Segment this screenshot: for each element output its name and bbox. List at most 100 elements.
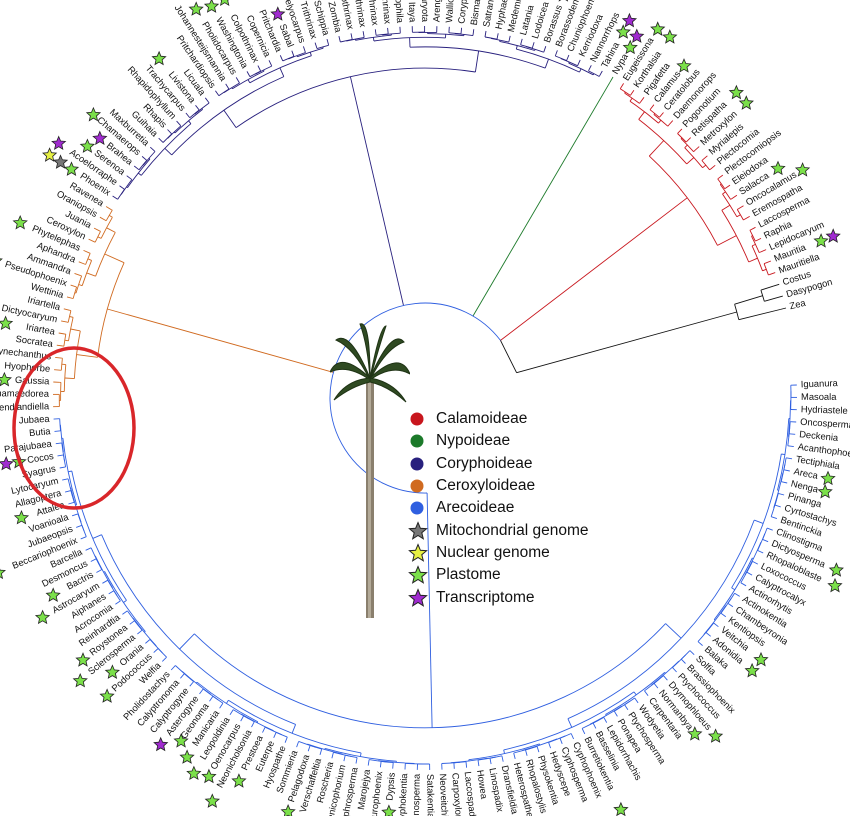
- taxon-label: Zea: [788, 297, 807, 312]
- backbone-branch: [516, 311, 737, 374]
- tip-branch: [68, 501, 75, 505]
- branch: [658, 119, 662, 124]
- branch: [701, 159, 704, 161]
- branch-arc: [760, 289, 765, 302]
- branch-arc: [288, 52, 306, 60]
- legend-label: Ceroxyloideae: [436, 477, 536, 495]
- transcriptome-star-icon: [92, 130, 108, 146]
- taxon-label: Cocos: [26, 450, 54, 465]
- backbone-branch: [472, 81, 611, 317]
- legend-label: Nypoideae: [436, 432, 511, 450]
- plastome-star-icon: [151, 50, 167, 66]
- branch-arc: [648, 155, 718, 246]
- tip-branch: [176, 120, 181, 126]
- branch: [731, 587, 736, 591]
- tip-branch: [680, 658, 686, 664]
- legend-label: Arecoideae: [436, 499, 515, 517]
- backbone-branch: [500, 197, 688, 341]
- branch-arc: [454, 33, 474, 37]
- branch: [223, 109, 237, 128]
- legend-item: Plastome: [408, 564, 628, 586]
- taxon-label: Thrinax: [366, 0, 381, 26]
- branch-arc: [734, 304, 740, 320]
- tip-branch: [752, 560, 759, 565]
- branch-arc: [382, 32, 401, 36]
- branch: [503, 749, 505, 754]
- tip-branch: [262, 727, 266, 733]
- plastome-star-icon: [12, 214, 28, 230]
- tip-branch: [85, 547, 92, 551]
- color-dot-icon: [408, 454, 430, 474]
- taxon-label: Iriartea: [25, 321, 56, 337]
- tip-branch: [314, 42, 318, 49]
- tip-branch: [64, 490, 72, 493]
- branch: [108, 215, 113, 218]
- branch: [648, 140, 665, 157]
- legend-item: Coryphoideae: [408, 453, 628, 475]
- tip-branch: [225, 83, 230, 90]
- plastome-star-icon: [104, 664, 120, 679]
- tip-branch: [738, 205, 744, 210]
- taxon-label: Hydriastele: [801, 403, 848, 415]
- tip-branch: [702, 155, 708, 161]
- tip-branch: [355, 757, 358, 764]
- taxon-label: Wallichia: [443, 0, 456, 23]
- tip-branch: [566, 54, 570, 61]
- tip-branch: [141, 156, 147, 161]
- taxon-label: Itaya: [407, 2, 419, 23]
- tip-branch: [513, 752, 516, 760]
- branch: [80, 274, 82, 277]
- plastome-star-icon: [0, 258, 3, 268]
- plastome-star-icon: [650, 21, 666, 36]
- branch: [638, 111, 645, 120]
- legend-item: Transcriptome: [408, 586, 628, 608]
- taxon-label: Deckenia: [799, 428, 840, 443]
- branch: [164, 147, 173, 156]
- palm-tree-illustration: [330, 323, 410, 618]
- taxon-label: Oncosperma: [800, 416, 850, 430]
- taxon-label: Satakentia: [425, 774, 437, 816]
- taxon-label: Corypha: [455, 0, 470, 24]
- tip-branch: [88, 238, 95, 243]
- tip-branch: [781, 481, 788, 484]
- tip-branch: [57, 454, 64, 457]
- plastome-star-icon: [203, 0, 220, 13]
- tip-branch: [689, 650, 695, 656]
- tip-branch: [472, 29, 475, 36]
- tip-branch: [379, 761, 382, 768]
- taxon-label: Synechanthus: [0, 344, 52, 361]
- branch: [748, 257, 758, 263]
- backbone-branch: [349, 76, 404, 306]
- taxon-label: Cryosophila: [392, 0, 406, 24]
- tip-branch: [609, 76, 614, 83]
- taxon-label: Areca: [793, 465, 820, 481]
- tip-branch: [581, 728, 586, 735]
- branch: [653, 113, 656, 115]
- tip-branch: [713, 622, 719, 628]
- branch: [717, 235, 737, 246]
- tip-branch: [672, 667, 677, 673]
- branch: [736, 214, 741, 218]
- tip-branch: [273, 732, 277, 738]
- branch-arc: [120, 179, 133, 195]
- taxon-label: Dypsis: [383, 772, 396, 801]
- tip-branch: [105, 206, 112, 210]
- branch: [721, 204, 731, 211]
- taxon-label: Chamaedorea: [0, 387, 50, 399]
- tip-branch: [251, 721, 255, 728]
- branch-arc: [81, 260, 93, 286]
- transcriptome-star-icon: [629, 28, 645, 43]
- branch: [86, 272, 96, 277]
- plastome-star-icon: [188, 1, 204, 16]
- star-icon: [408, 543, 430, 563]
- tip-branch: [663, 675, 668, 681]
- taxon-label: Arenga: [430, 0, 442, 22]
- tip-branch: [58, 332, 65, 335]
- branch: [474, 50, 480, 73]
- taxon-label: Neoveitchia: [438, 773, 451, 816]
- branch: [730, 198, 733, 200]
- tip-branch: [783, 469, 790, 472]
- nuclear-genome-star-icon: [42, 147, 58, 162]
- branch: [665, 623, 682, 639]
